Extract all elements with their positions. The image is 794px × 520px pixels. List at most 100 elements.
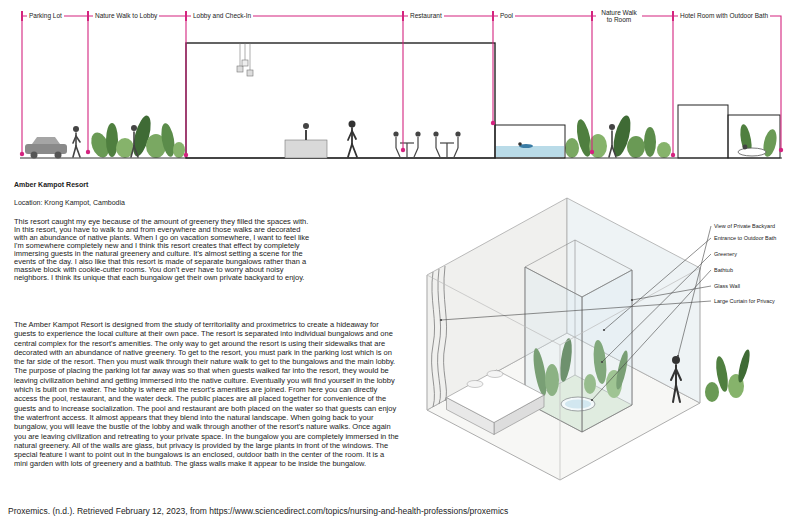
person-figure (76, 136, 80, 142)
check-in-desk (305, 130, 307, 140)
callout-label: Large Curtain for Privacy (714, 298, 775, 305)
person-figure (131, 125, 138, 157)
plant-cluster (574, 118, 594, 158)
section-label: Nature Walk to Lobby (93, 12, 159, 20)
person-figure (131, 146, 134, 157)
person-figure (73, 146, 76, 157)
plant-cluster (565, 138, 579, 158)
restaurant-tables (414, 148, 418, 157)
bed (447, 370, 545, 435)
pendant-lamp (240, 43, 241, 66)
pool (495, 125, 565, 158)
pendant-lamp (245, 43, 246, 60)
glass-edges (427, 275, 428, 410)
person-figure (609, 124, 615, 130)
person-figure (348, 131, 352, 140)
route-dots (779, 148, 783, 152)
check-in-desk (285, 140, 327, 158)
route-markers (492, 16, 493, 123)
car (32, 137, 60, 144)
route-marker-ticks (21, 11, 23, 21)
car (31, 152, 38, 159)
route-markers (22, 16, 781, 150)
route-markers (21, 16, 22, 154)
person-figure (609, 146, 612, 157)
person-figure (348, 144, 352, 157)
glass-edges (560, 345, 561, 480)
person-figure (352, 131, 356, 139)
person-figure (671, 369, 676, 380)
leader-dots (440, 319, 442, 321)
person-figure (672, 356, 680, 364)
plant-cluster (644, 127, 656, 157)
leader-dots (440, 299, 679, 401)
route-dots (20, 121, 783, 157)
page-title: Amber Kampot Resort (14, 180, 88, 189)
person-figure (676, 369, 681, 380)
person-figure (73, 126, 80, 157)
bed (487, 371, 503, 378)
route-marker-ticks (492, 11, 494, 21)
person-figure (673, 385, 676, 402)
curtain (444, 266, 447, 401)
restaurant-tables (417, 137, 418, 148)
route-dots (86, 150, 90, 154)
pool (496, 146, 564, 157)
pool (495, 125, 565, 158)
backyard-plants (705, 349, 752, 402)
route-dots (184, 153, 188, 157)
restaurant-tables (454, 148, 458, 157)
leader-lines (441, 301, 711, 320)
hotel-room (678, 105, 728, 158)
hotel-room (738, 148, 766, 156)
curtain (432, 266, 447, 407)
check-in-desk (285, 123, 327, 158)
section-label: Nature Walk to Room (596, 9, 642, 24)
route-dots (491, 121, 495, 125)
route-markers (22, 16, 781, 155)
section-label: Lobby and Check-In (191, 12, 253, 20)
person-figure (75, 133, 77, 146)
person-figure (612, 146, 616, 157)
route-marker-ticks (87, 11, 89, 21)
lobby-building (186, 43, 495, 158)
pendant-lamp (237, 43, 253, 76)
restaurant-tables (433, 131, 438, 136)
pendant-lamp (242, 60, 248, 66)
section-label: Pool (498, 12, 515, 20)
plant-cluster (565, 114, 779, 158)
restaurant-tables (395, 137, 396, 148)
hotel-room (678, 105, 780, 158)
car (25, 144, 67, 154)
pendant-lamp (247, 70, 253, 76)
section-label: Hotel Room with Outdoor Bath (678, 12, 770, 20)
person-figure (348, 121, 357, 158)
route-dots (401, 148, 405, 152)
section-label: Restaurant (408, 12, 444, 20)
bed (467, 381, 483, 388)
route-dots (590, 150, 594, 154)
restaurant-tables (455, 131, 460, 136)
restaurant-tables (435, 137, 436, 148)
callout-label: Glass Wall (714, 283, 740, 290)
person-figure (671, 356, 681, 402)
plant-cluster (173, 142, 185, 158)
glass-edges (427, 268, 700, 345)
leader-lines (592, 270, 711, 400)
person-figure (352, 144, 357, 157)
route-marker-ticks (591, 11, 593, 21)
plant-cluster (88, 114, 185, 160)
person-figure (676, 385, 680, 402)
bed (447, 370, 545, 423)
leader-dots (631, 299, 633, 301)
car (25, 137, 67, 159)
person-figure (131, 125, 137, 131)
backyard-plants (736, 349, 752, 384)
restaurant-tables (457, 137, 458, 148)
section-label: Parking Lot (27, 12, 64, 20)
leader-lines (604, 238, 711, 330)
plant-cluster (657, 142, 671, 158)
route-dots (671, 153, 675, 157)
